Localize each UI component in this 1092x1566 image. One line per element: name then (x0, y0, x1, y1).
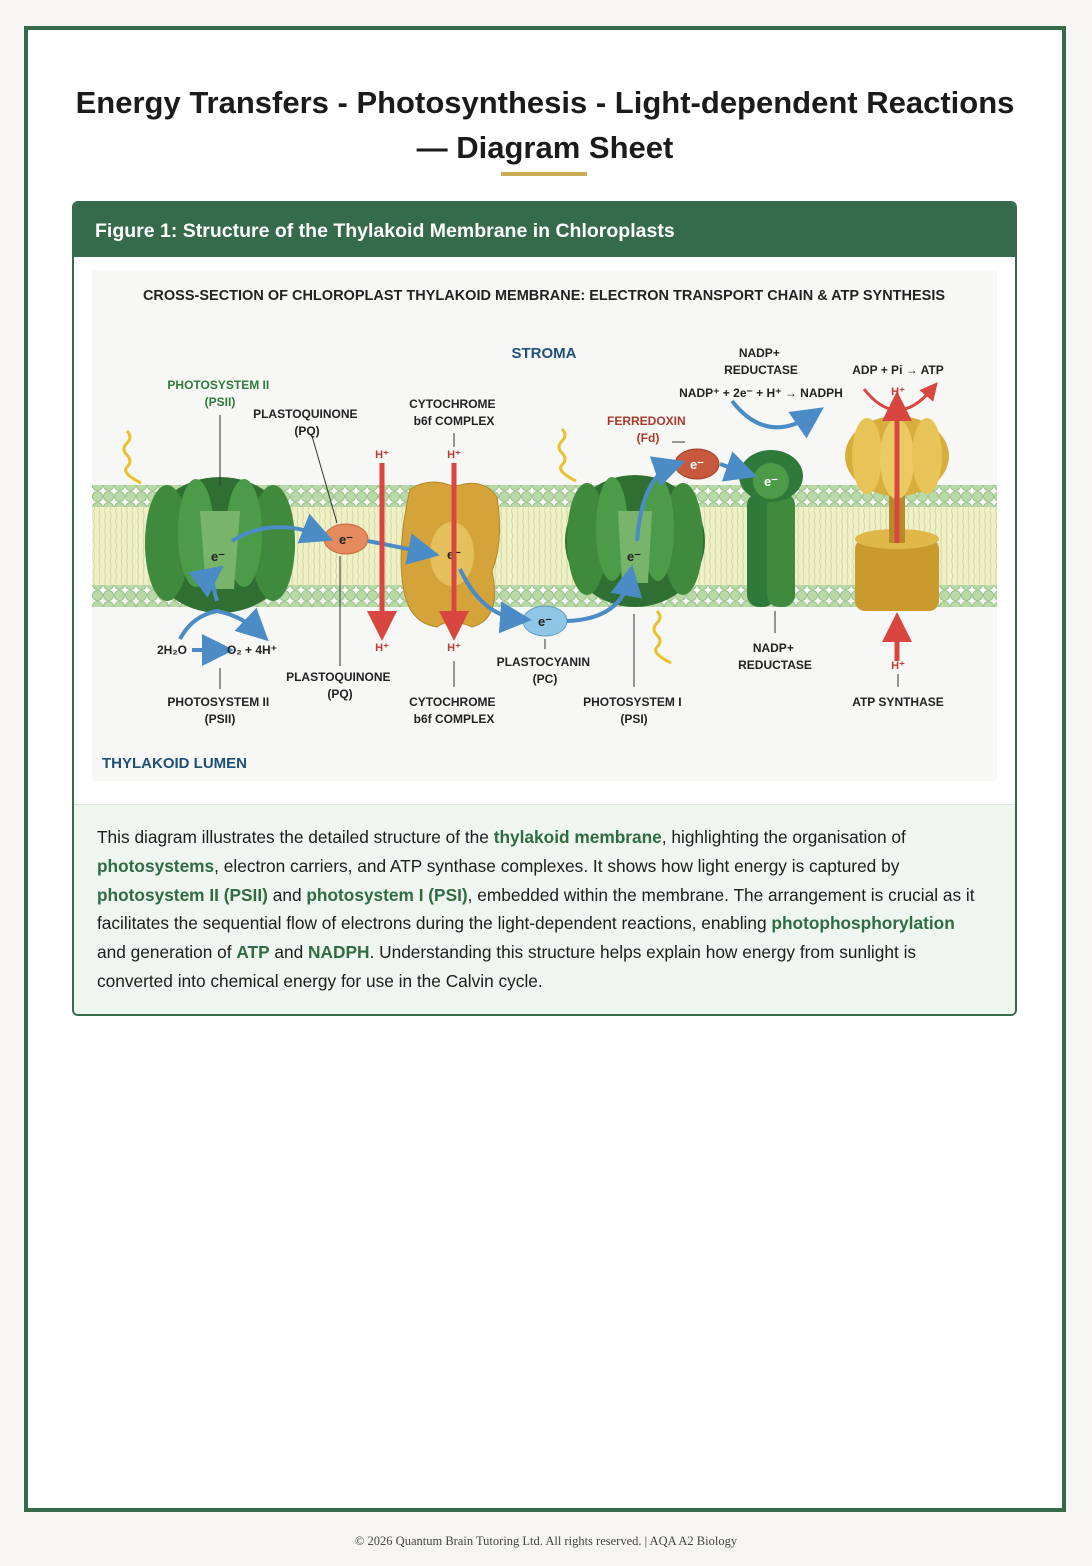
caption-keyword: photosystems (97, 855, 215, 876)
photosystem-ii (145, 477, 295, 613)
label-nadp-bottom: NADP+ REDUCTASE (738, 641, 812, 672)
caption-text-run: , electron carriers, and ATP synthase co… (214, 855, 900, 876)
caption-text-run: and (267, 884, 307, 905)
caption-keyword: photophosphorylation (771, 913, 955, 934)
oxygen-label: O₂ + 4H⁺ (227, 643, 277, 657)
h-plus-pq-top: H⁺ (375, 449, 389, 461)
label-ferredoxin: FERREDOXIN (Fd) (607, 414, 689, 445)
nadp-reductase (739, 450, 803, 607)
label-pq-bottom: PLASTOQUINONE (PQ) (286, 670, 394, 701)
title-underline (501, 172, 587, 176)
label-psi-bottom: PHOTOSYSTEM I (PSI) (583, 695, 685, 726)
h-plus-pq-bottom: H⁺ (375, 642, 389, 654)
h-plus-atp-top: H⁺ (891, 386, 905, 398)
pq-electron: e⁻ (339, 532, 353, 547)
leader-lines (219, 415, 899, 689)
psii-electron: e⁻ (211, 549, 225, 564)
light-arrow-psi-bottom (652, 609, 672, 665)
label-plastocyanin: PLASTOCYANIN (PC) (497, 655, 594, 686)
psi-electron: e⁻ (627, 549, 641, 564)
light-arrow-psi-top (557, 427, 577, 483)
water-label: 2H₂O (157, 643, 187, 657)
nadp-electron: e⁻ (764, 474, 778, 489)
label-atp-synthase: ATP SYNTHASE (852, 695, 944, 709)
electron-flow (178, 399, 824, 666)
caption-text-run: and generation of (97, 942, 237, 963)
light-arrow-psii (122, 429, 142, 485)
caption-keyword: NADPH (308, 942, 370, 963)
caption-keyword: photosystem II (PSII) (97, 884, 268, 905)
label-cyt-top: CYTOCHROME b6f COMPLEX (409, 397, 499, 428)
caption-keyword: thylakoid membrane (493, 827, 662, 847)
caption-text-run: and (269, 942, 309, 963)
caption-text-run: , highlighting the organisation of (661, 827, 906, 847)
caption-text-run: , embedded within the membrane. The arra… (97, 884, 975, 934)
thylakoid-diagram: CROSS-SECTION OF CHLOROPLAST THYLAKOID M… (92, 271, 997, 781)
page-title-line1: Energy Transfers - Photosynthesis - Ligh… (75, 85, 1015, 120)
caption-paragraph: This diagram illustrates the detailed st… (74, 805, 1015, 996)
caption-keyword: ATP (236, 942, 270, 963)
nadph-equation: NADP⁺ + 2e⁻ + H⁺ → NADPH (679, 386, 843, 400)
lumen-label: THYLAKOID LUMEN (102, 755, 247, 772)
proton-flow (367, 382, 938, 661)
page-title: Energy Transfers - Photosynthesis - Ligh… (68, 80, 1022, 170)
pc-electron: e⁻ (538, 614, 552, 629)
atp-equation: ADP + Pi → ATP (852, 363, 943, 377)
figure-card: Figure 1: Structure of the Thylakoid Mem… (72, 201, 1017, 1016)
label-psii-bottom: PHOTOSYSTEM II (PSII) (167, 695, 272, 726)
label-pq-top: PLASTOQUINONE (PQ) (253, 407, 361, 438)
page-title-line2: — Diagram Sheet (416, 130, 674, 165)
label-cyt-bottom: CYTOCHROME b6f COMPLEX (409, 695, 499, 726)
diagram-title: CROSS-SECTION OF CHLOROPLAST THYLAKOID M… (143, 288, 945, 304)
page-footer: © 2026 Quantum Brain Tutoring Ltd. All r… (354, 1534, 738, 1548)
h-plus-atp-bottom: H⁺ (891, 660, 905, 672)
caption-keyword: photosystem I (PSI) (306, 884, 468, 905)
fd-electron: e⁻ (690, 457, 704, 472)
caption-text-run: This diagram illustrates the detailed st… (97, 827, 494, 847)
h-plus-cyt-top: H⁺ (447, 449, 461, 461)
h-plus-cyt-bottom: H⁺ (447, 642, 461, 654)
stroma-label: STROMA (512, 345, 577, 362)
figure-heading: Figure 1: Structure of the Thylakoid Mem… (74, 203, 1015, 257)
caption-text-run: . Understanding this structure helps exp… (97, 942, 917, 991)
figure-caption: This diagram illustrates the detailed st… (74, 804, 1015, 1014)
label-psii-top: PHOTOSYSTEM II (PSII) (167, 378, 272, 409)
photosystem-i (565, 475, 705, 607)
atp-synthase (845, 416, 949, 611)
label-nadp-top: NADP+ REDUCTASE (724, 346, 798, 377)
worksheet-page: Energy Transfers - Photosynthesis - Ligh… (24, 26, 1066, 1512)
